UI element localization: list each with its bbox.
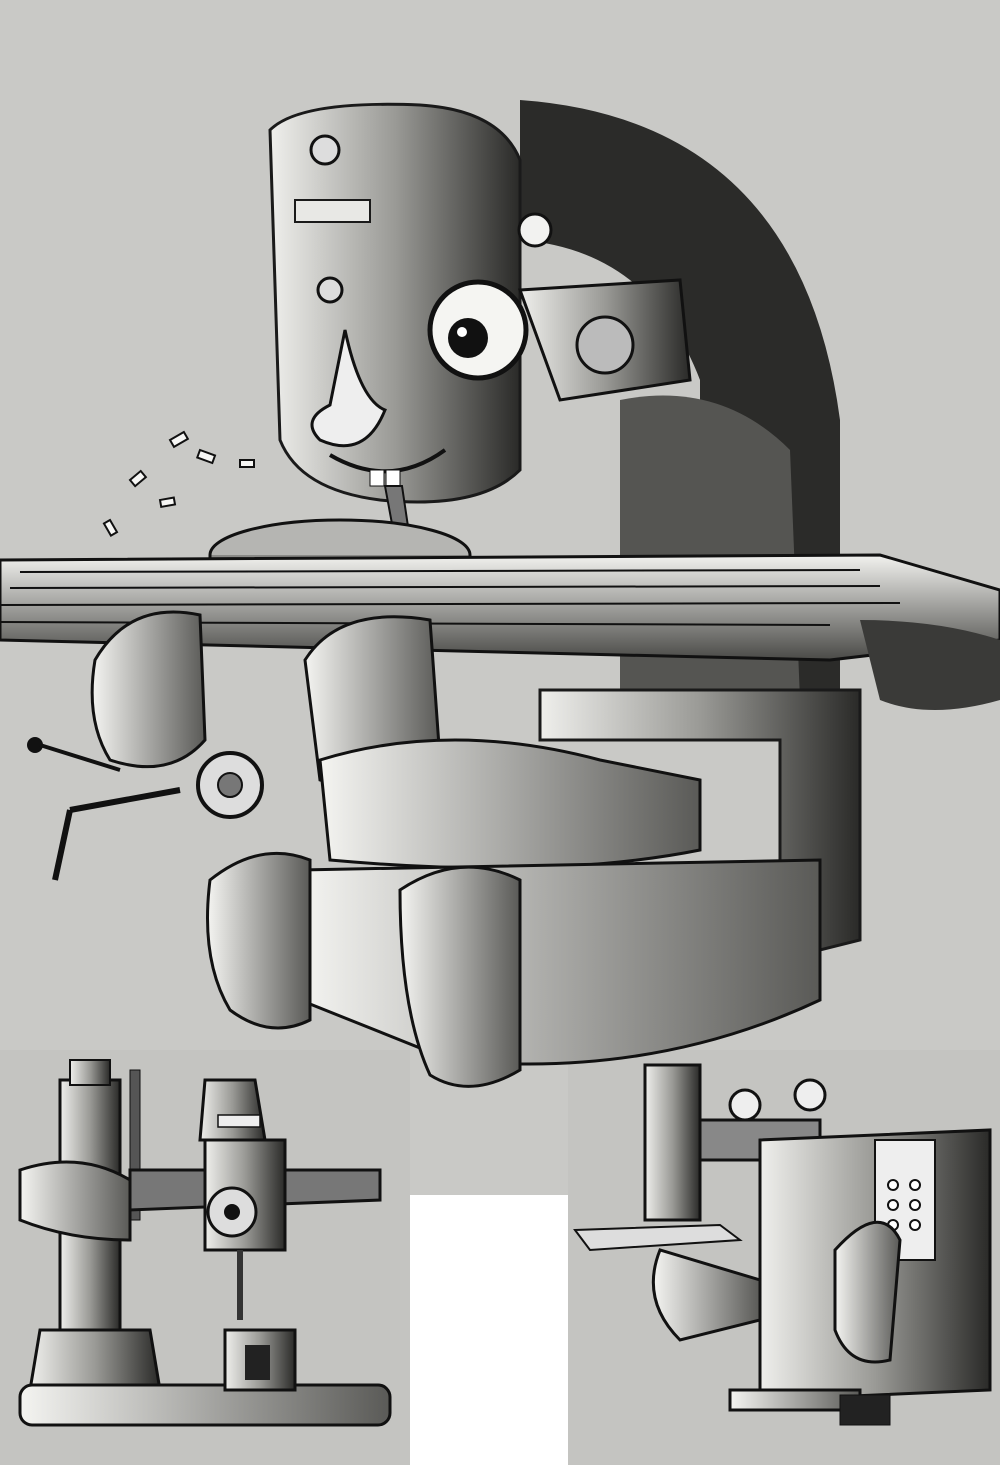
blank-gap — [410, 1195, 568, 1465]
spot-welder-illustration — [573, 1063, 992, 1426]
radial-drill-illustration — [18, 1059, 392, 1427]
milling-machine — [0, 100, 1000, 1088]
